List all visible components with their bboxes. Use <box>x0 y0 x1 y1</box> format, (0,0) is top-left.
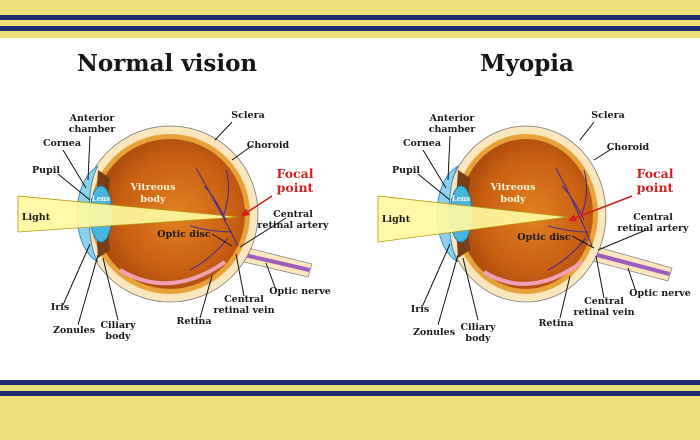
ciliary-body-label-line1: Ciliary <box>460 322 496 333</box>
retina-label: Retina <box>539 318 574 329</box>
retina-label: Retina <box>177 316 212 327</box>
retinal-vessels <box>547 167 593 271</box>
light-label: Light <box>22 212 51 223</box>
panel-normal-vision: Normal vision <box>17 50 331 342</box>
focal-point-label-line1: Focal <box>277 166 314 181</box>
optic-nerve-vessels <box>231 250 310 272</box>
focal-point-label-line1: Focal <box>637 166 674 181</box>
sclera-label: Sclera <box>591 110 624 121</box>
lens-label: Lens <box>452 194 470 203</box>
retina-band <box>118 260 227 286</box>
optic-disc-label: Optic disc <box>157 229 211 240</box>
bottom-band-inner <box>0 380 700 385</box>
central-retinal-vein-label-line1: Central <box>584 296 624 307</box>
light-beam <box>17 195 240 233</box>
eye-normal: Lens <box>17 125 313 303</box>
cornea-label: Cornea <box>403 138 441 149</box>
pupil-label: Pupil <box>392 165 420 176</box>
panel-myopia: Myopia Lens <box>377 50 691 344</box>
zonules-label: Zonules <box>53 325 95 336</box>
central-retinal-vein-label-line1: Central <box>224 294 264 305</box>
central-retinal-artery-label-line2: retinal artery <box>617 223 689 234</box>
focal-point-label-line2: point <box>637 180 674 195</box>
ciliary-body-label-line2: body <box>465 333 491 344</box>
pupil-label: Pupil <box>32 165 60 176</box>
bottom-band-outer <box>0 391 700 396</box>
vitreous-label-line1: Vitreous <box>130 182 176 193</box>
optic-nerve-label: Optic nerve <box>629 288 691 299</box>
ciliary-body-label-line1: Ciliary <box>100 320 136 331</box>
vitreous-label-line2: body <box>500 194 526 205</box>
anterior-chamber-label-line2: chamber <box>429 124 477 135</box>
cornea-label: Cornea <box>43 138 81 149</box>
retinal-vessels <box>189 167 239 271</box>
eye-myopia: Lens <box>377 125 673 303</box>
ciliary-body-label-line2: body <box>105 331 131 342</box>
optic-nerve-label: Optic nerve <box>269 286 331 297</box>
labels-normal: Anterior chamber Cornea Pupil Light Vitr… <box>22 110 331 342</box>
top-band-outer <box>0 15 700 20</box>
anterior-chamber-label-line1: Anterior <box>69 113 116 124</box>
panel-title: Normal vision <box>77 50 258 77</box>
anterior-chamber-label-line2: chamber <box>69 124 117 135</box>
central-retinal-vein-label-line2: retinal vein <box>213 305 274 316</box>
central-retinal-vein-label-line2: retinal vein <box>573 307 634 318</box>
central-retinal-artery-label-line1: Central <box>633 212 673 223</box>
light-label: Light <box>382 214 411 225</box>
anterior-chamber-label-line1: Anterior <box>429 113 476 124</box>
central-retinal-artery-label-line2: retinal artery <box>257 220 329 231</box>
choroid-label: Choroid <box>607 142 650 153</box>
choroid-label: Choroid <box>247 140 290 151</box>
leader-lines-normal <box>57 121 287 326</box>
sclera-label: Sclera <box>231 110 264 121</box>
optic-nerve-vessels <box>593 252 670 276</box>
retina-band <box>482 260 584 286</box>
panel-title: Myopia <box>480 50 574 77</box>
top-band-inner <box>0 26 700 31</box>
zonules-label: Zonules <box>413 327 455 338</box>
leader-lines-myopia <box>417 121 647 326</box>
lens-label: Lens <box>92 194 110 203</box>
light-beam <box>377 195 569 243</box>
iris-label: Iris <box>51 302 69 313</box>
vitreous-label-line1: Vitreous <box>490 182 536 193</box>
iris-label: Iris <box>411 304 429 315</box>
optic-disc-label: Optic disc <box>517 232 571 243</box>
vitreous-label-line2: body <box>140 194 166 205</box>
labels-myopia: Anterior chamber Cornea Pupil Light Vitr… <box>382 110 691 344</box>
central-retinal-artery-label-line1: Central <box>273 209 313 220</box>
focal-point-label-line2: point <box>277 180 314 195</box>
